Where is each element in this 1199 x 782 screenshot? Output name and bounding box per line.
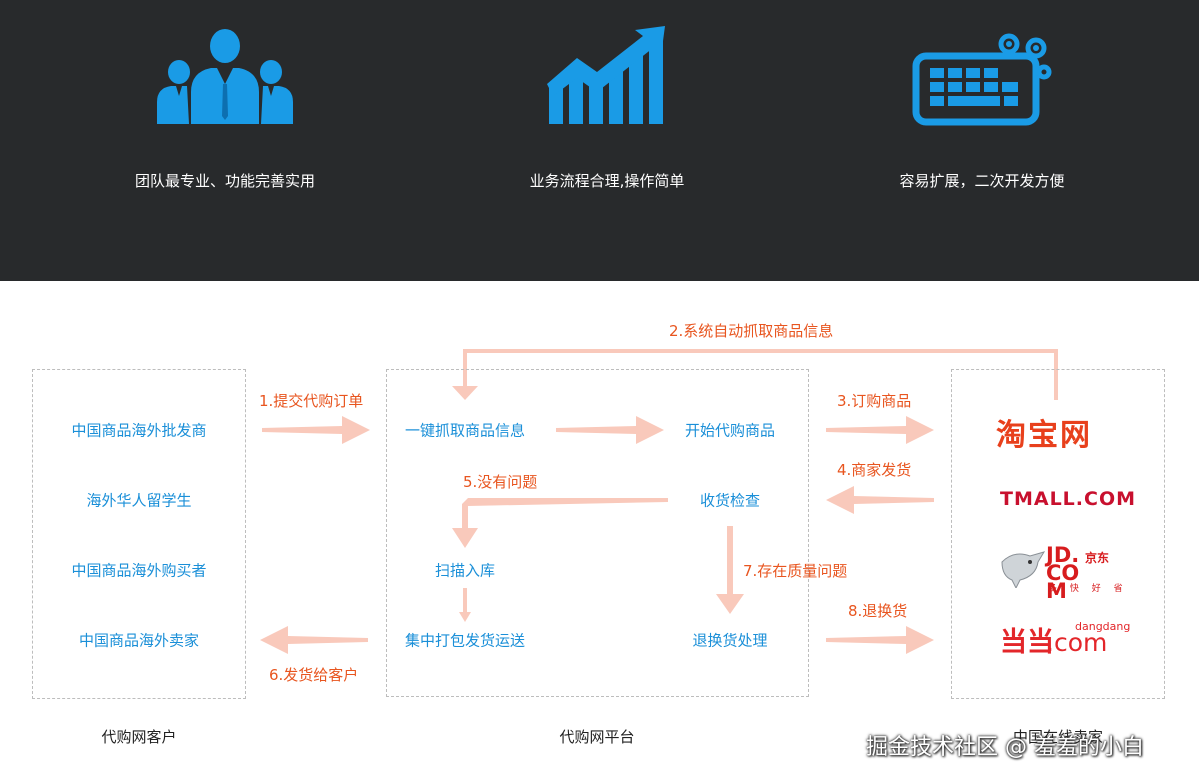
jd-cn-logo: 京东 [1085, 551, 1110, 565]
customer-item: 中国商品海外批发商 [71, 421, 207, 440]
keyboard-gears-icon [912, 33, 1052, 126]
platform-item: 收货检查 [699, 491, 761, 510]
arrow-left-icon [260, 626, 368, 654]
dangdang-small: dangdang [1075, 620, 1131, 633]
customer-item: 中国商品海外购买者 [71, 561, 207, 580]
platform-item: 开始代购商品 [684, 421, 776, 440]
jd-logo: JD.COM [1046, 543, 1080, 603]
team-icon [157, 29, 293, 124]
platform-box [386, 369, 809, 697]
platform-item: 一键抓取商品信息 [404, 421, 526, 440]
step-label: 3.订购商品 [837, 392, 912, 410]
step-label: 2.系统自动抓取商品信息 [669, 322, 834, 340]
customers-label: 代购网客户 [101, 728, 177, 746]
step-label: 7.存在质量问题 [743, 562, 848, 580]
sellers-box [951, 369, 1165, 699]
customer-item: 海外华人留学生 [86, 491, 192, 510]
feature-caption: 容易扩展，二次开发方便 [899, 172, 1065, 190]
arrow-right-icon [556, 416, 664, 444]
platform-item: 集中打包发货运送 [404, 631, 526, 650]
step-label: 6.发货给客户 [269, 666, 359, 684]
growth-chart-icon [547, 26, 665, 124]
feature-team: 团队最专业、功能完善实用 [75, 0, 375, 281]
arrow-down-icon [459, 588, 471, 622]
jd-dog-icon [1001, 551, 1046, 588]
arrow-down-icon [716, 526, 744, 614]
arrow-right-icon [826, 626, 934, 654]
step-label: 8.退换货 [848, 602, 908, 620]
taobao-logo: 淘宝网 [996, 418, 1092, 453]
feature-process: 业务流程合理,操作简单 [457, 0, 757, 281]
platform-item: 退换货处理 [692, 631, 768, 650]
feature-caption: 业务流程合理,操作简单 [529, 172, 685, 190]
platform-item: 扫描入库 [434, 561, 496, 580]
feature-extension: 容易扩展，二次开发方便 [832, 0, 1132, 281]
feature-caption: 团队最专业、功能完善实用 [134, 172, 315, 190]
step-label: 1.提交代购订单 [259, 392, 364, 410]
tmall-logo: TMALL.COM [1000, 488, 1137, 510]
arrow-left-icon [452, 498, 668, 548]
dangdang-logo: 当当 [1000, 627, 1054, 658]
customer-item: 中国商品海外卖家 [78, 631, 200, 650]
hero-banner: 团队最专业、功能完善实用 业务流程合理,操作简单 [0, 0, 1199, 281]
watermark: 掘金技术社区 @ 羞羞的小白 [866, 735, 1144, 760]
customers-box [32, 369, 246, 699]
arrow-right-icon [262, 416, 370, 444]
arrow-left-icon [826, 486, 934, 514]
sellers-label: 中国在线卖家 [1012, 728, 1104, 746]
dangdang-com: .com [1046, 628, 1108, 657]
platform-label: 代购网平台 [559, 728, 635, 746]
jd-slogan: 多 快 好 省 [1048, 584, 1128, 594]
arrow-right-icon [826, 416, 934, 444]
step-label: 5.没有问题 [463, 473, 538, 491]
step-label: 4.商家发货 [837, 461, 912, 479]
